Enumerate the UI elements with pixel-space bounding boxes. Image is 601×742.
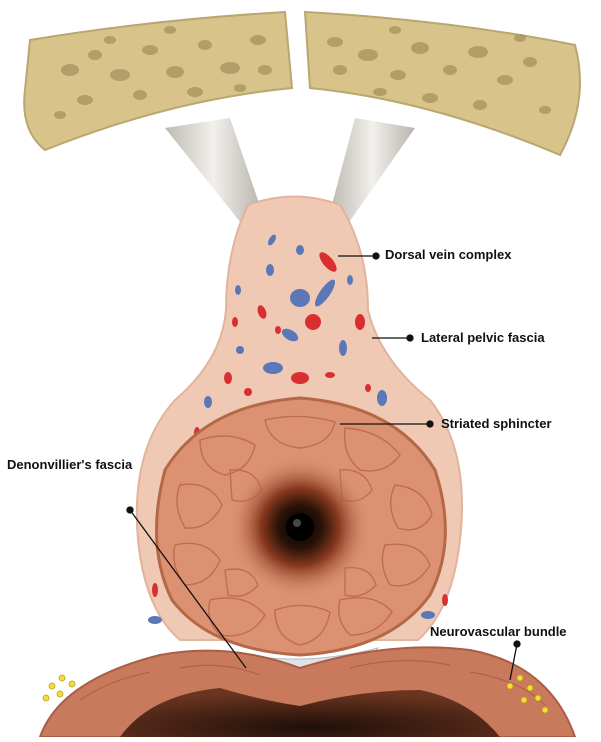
pubic-bone-right	[305, 12, 580, 155]
label-lateral-pelvic-fascia: Lateral pelvic fascia	[421, 331, 545, 344]
pubic-bone-left	[24, 12, 292, 150]
sphincter-muscle	[156, 398, 445, 655]
label-neurovascular-bundle: Neurovascular bundle	[430, 625, 567, 638]
label-denonvillier-fascia: Denonvillier's fascia	[7, 458, 132, 471]
label-dorsal-vein-complex: Dorsal vein complex	[385, 248, 511, 261]
label-striated-sphincter: Striated sphincter	[441, 417, 552, 430]
